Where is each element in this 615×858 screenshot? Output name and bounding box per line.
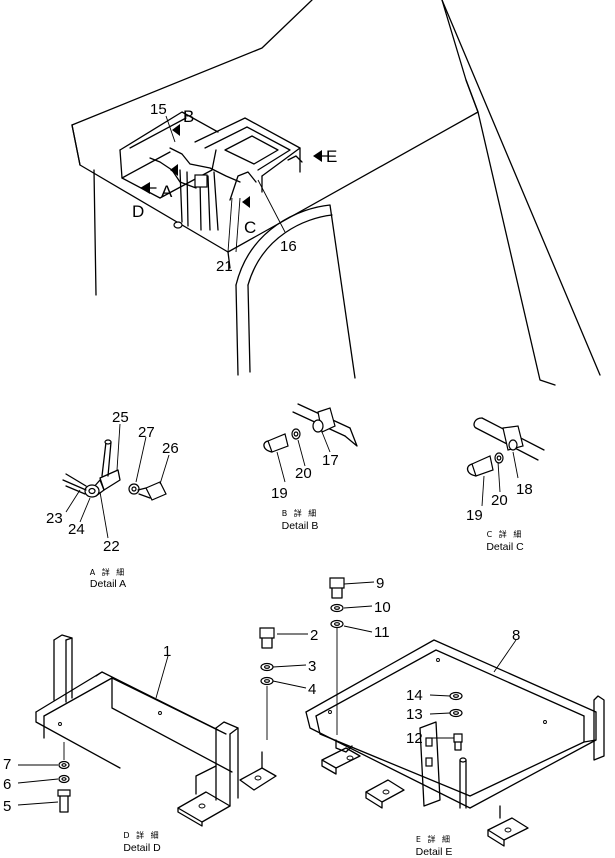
detail-e-caption-jp: E 詳 細	[416, 834, 452, 844]
part-number-24: 24	[68, 521, 85, 538]
part-number-16: 16	[280, 238, 297, 255]
detail-c-caption-jp: C 詳 細	[487, 529, 524, 539]
part-number-26: 26	[162, 440, 179, 457]
part-number-17: 17	[322, 452, 339, 469]
detail-b: 19 20 17 B 詳 細 Detail B	[263, 403, 358, 532]
part-number-6: 6	[3, 776, 11, 793]
part-number-15: 15	[150, 101, 167, 118]
part-number-10: 10	[374, 599, 391, 616]
detail-d-caption-jp: D 詳 細	[123, 830, 160, 840]
detail-a-caption-jp: A 詳 細	[90, 567, 127, 577]
part-number-12: 12	[406, 730, 423, 747]
part-number-5: 5	[3, 798, 11, 815]
cab-roof-view: B E A D C 15 16 21	[71, 0, 601, 386]
detail-e-caption: Detail E	[416, 846, 453, 858]
detail-b-caption: Detail B	[282, 520, 319, 532]
part-number-13: 13	[406, 706, 423, 723]
part-number-4: 4	[308, 681, 316, 698]
part-number-25: 25	[112, 409, 129, 426]
view-label-e: E	[326, 147, 337, 166]
detail-d: 1 7 6 5 D 詳 細 Detail D	[3, 634, 277, 854]
view-label-d: D	[132, 202, 144, 221]
part-number-19-b: 19	[271, 485, 288, 502]
part-number-9: 9	[376, 575, 384, 592]
detail-a-caption: Detail A	[90, 578, 126, 590]
detail-b-caption-jp: B 詳 細	[282, 508, 319, 518]
part-number-3: 3	[308, 658, 316, 675]
part-number-2: 2	[310, 627, 318, 644]
part-number-18: 18	[516, 481, 533, 498]
part-number-19-c: 19	[466, 507, 483, 524]
view-arrow-e	[313, 150, 322, 162]
detail-e: 2 3 4 9 10 11 8 14 13 12 E 詳 細 Detail E	[259, 575, 605, 858]
view-arrow-d	[140, 182, 150, 194]
part-number-22: 22	[103, 538, 120, 555]
part-number-11: 11	[374, 624, 390, 641]
detail-d-caption: Detail D	[123, 842, 161, 854]
view-arrow-b	[172, 124, 180, 136]
part-number-20-c: 20	[491, 492, 508, 509]
part-number-21: 21	[216, 258, 233, 275]
view-arrow-a	[170, 164, 178, 176]
view-label-c: C	[244, 218, 256, 237]
view-arrow-c	[242, 196, 250, 208]
part-number-1: 1	[163, 643, 171, 660]
view-label-a: A	[161, 182, 173, 201]
part-number-20-b: 20	[295, 465, 312, 482]
part-number-27: 27	[138, 424, 155, 441]
part-number-14: 14	[406, 687, 423, 704]
detail-c: 19 20 18 C 詳 細 Detail C	[466, 417, 545, 553]
part-number-7: 7	[3, 756, 11, 773]
detail-a: 25 27 26 23 24 22 A 詳 細 Detail A	[46, 409, 179, 590]
part-number-8: 8	[512, 627, 520, 644]
part-number-23: 23	[46, 510, 63, 527]
detail-c-caption: Detail C	[486, 541, 524, 553]
view-label-b: B	[183, 107, 194, 126]
